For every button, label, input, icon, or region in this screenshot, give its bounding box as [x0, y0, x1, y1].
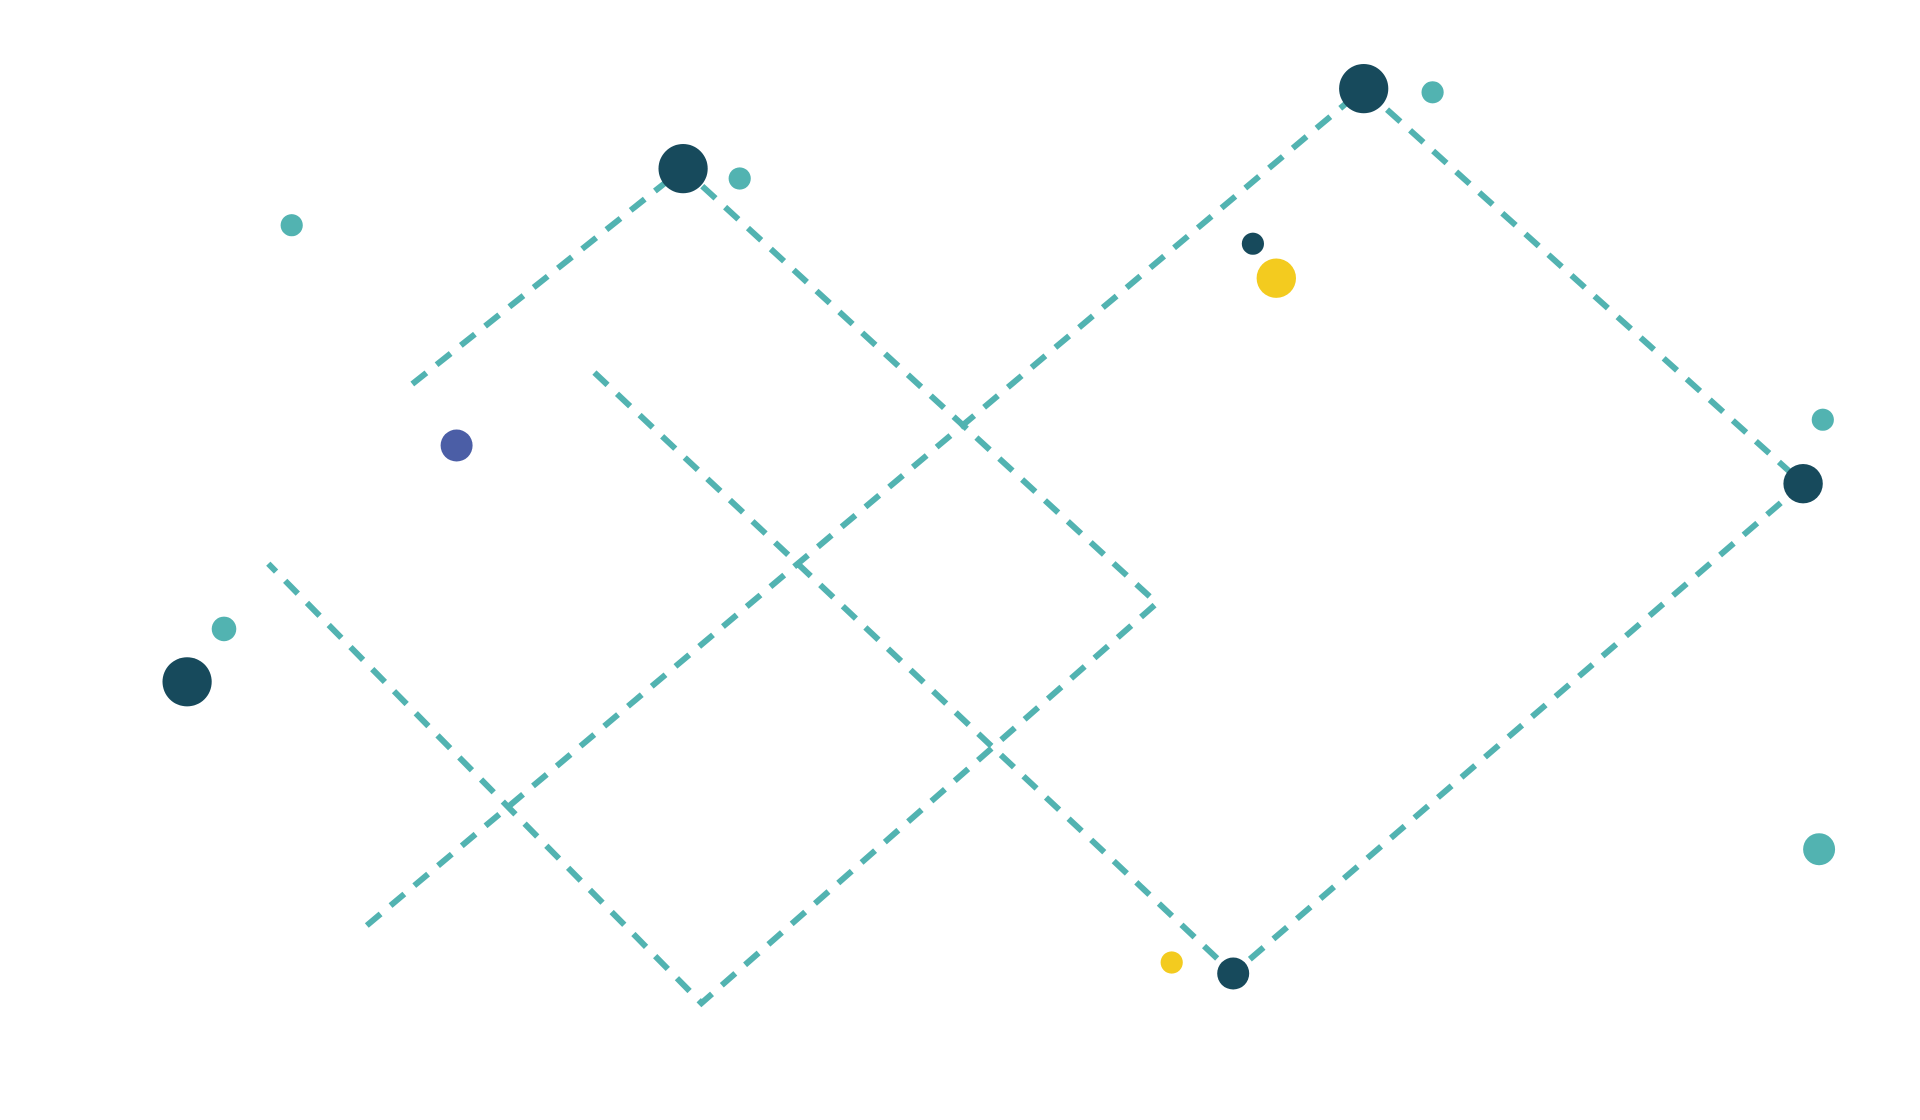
navy-dot-3: [1783, 464, 1823, 504]
teal-dot-10: [1811, 408, 1834, 431]
teal-dot-12: [1803, 833, 1836, 866]
teal-dot-8: [280, 214, 303, 237]
dashed-line-1: [266, 164, 1162, 1008]
teal-dot-7: [728, 167, 751, 190]
navy-dot-6: [1241, 232, 1264, 255]
navy-dot-1: [658, 144, 708, 194]
yellow-dot-13: [1256, 258, 1297, 298]
navy-dot-2: [1339, 64, 1389, 114]
navy-dot-5: [162, 657, 212, 707]
navy-dot-4: [1217, 957, 1250, 990]
indigo-dot-15: [440, 429, 473, 462]
dashed-line-2: [364, 84, 1808, 978]
teal-dot-9: [1421, 81, 1444, 104]
dots-group: [162, 64, 1836, 990]
yellow-dot-14: [1160, 951, 1183, 974]
dashed-lines-group: [266, 84, 1808, 1008]
teal-dot-11: [211, 616, 237, 642]
